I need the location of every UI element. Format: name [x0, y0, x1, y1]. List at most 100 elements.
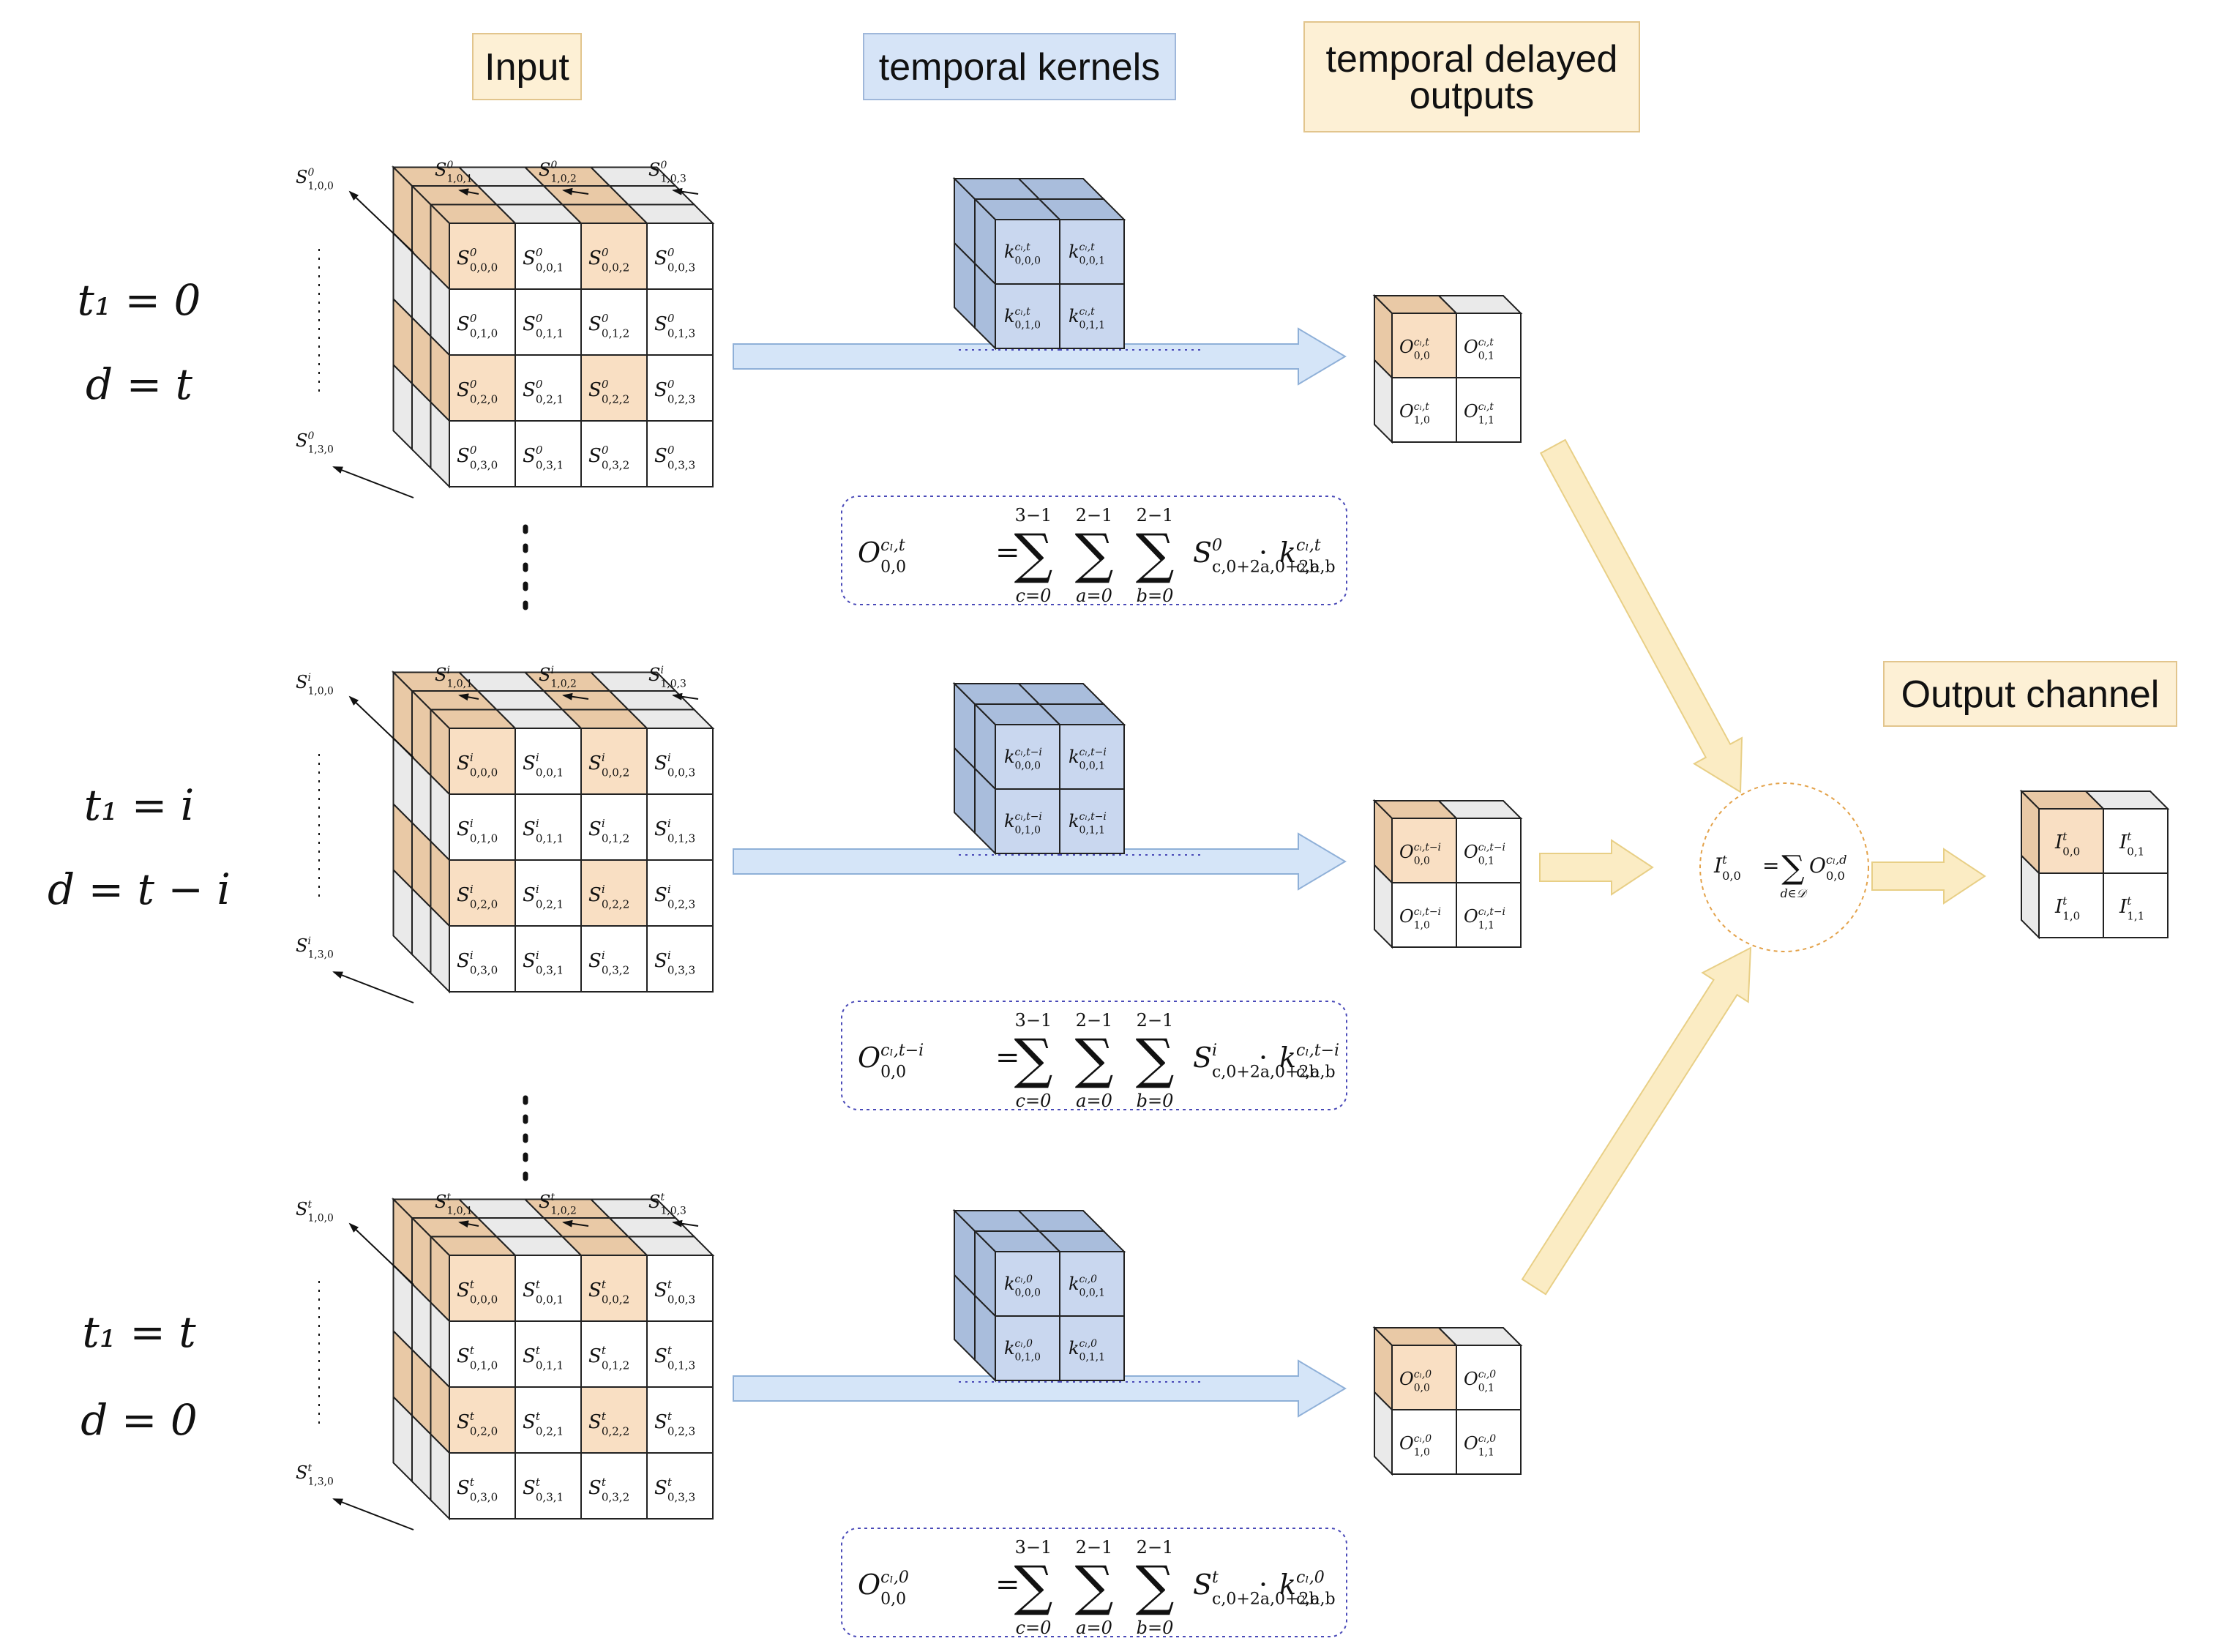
formula-sum-upper: 2−1	[1076, 1010, 1113, 1031]
input-cell	[580, 925, 648, 993]
flow-arrow-blue	[733, 1359, 1347, 1418]
output-cell	[1456, 1409, 1522, 1475]
input-cell	[514, 925, 582, 993]
svg-text:Stc,0+2a,0+2b: Stc,0+2a,0+2b	[1193, 1569, 1320, 1609]
header-input-box	[472, 33, 582, 100]
svg-text:St0,3,3: St0,3,3	[654, 1476, 695, 1503]
input-side-top-arrow	[348, 1222, 414, 1285]
svg-text:S00,0,0: S00,0,0	[457, 246, 498, 274]
aggregate-circle	[1699, 782, 1869, 952]
svg-text:Si0,2,0: Si0,2,0	[457, 883, 498, 911]
formula-sum-symbol: ∑	[1075, 1028, 1114, 1091]
input-cell	[514, 420, 582, 487]
input-cell	[580, 793, 648, 861]
svg-text:It0,1: It0,1	[2119, 830, 2144, 858]
formula-sum-upper: 2−1	[1137, 505, 1174, 526]
svg-text:S00,1,1: S00,1,1	[523, 312, 564, 340]
svg-text:kcₗ,t−i0,1,0: kcₗ,t−i0,1,0	[1004, 811, 1042, 837]
svg-text:Si1,0,1: Si1,0,1	[435, 665, 473, 690]
input-cell	[514, 728, 582, 795]
svg-text:Si1,0,2: Si1,0,2	[539, 665, 577, 690]
svg-text:St0,0,2: St0,0,2	[588, 1278, 629, 1306]
formula-box	[841, 1001, 1347, 1110]
svg-text:Si1,3,0: Si1,3,0	[296, 935, 334, 961]
input-top-arrow	[562, 1219, 589, 1227]
input-cell	[646, 1386, 714, 1454]
svg-text:kcₗ,t0,0,0: kcₗ,t0,0,0	[1004, 242, 1041, 267]
svg-text:S00,0,2: S00,0,2	[588, 246, 629, 274]
svg-text:Si0,1,0: Si0,1,0	[457, 817, 498, 845]
input-cell	[449, 223, 516, 290]
svg-text:S00,1,3: S00,1,3	[654, 312, 695, 340]
svg-text:Ocₗ,t−i0,1: Ocₗ,t−i0,1	[1464, 842, 1505, 867]
svg-text:Ocₗ,d0,0: Ocₗ,d0,0	[1809, 853, 1847, 883]
input-top-arrow	[458, 188, 479, 196]
input-cell	[646, 793, 714, 861]
input-top-arrow	[562, 187, 589, 195]
svg-text:St0,2,2: St0,2,2	[588, 1410, 629, 1438]
header-temporal-kernels: temporal kernels	[863, 33, 1176, 100]
header-temporal-delayed-outputs-label: temporal delayed	[1326, 38, 1618, 81]
input-cell	[514, 223, 582, 290]
svg-text:St0,0,0: St0,0,0	[457, 1278, 498, 1306]
svg-text:Ocₗ,t0,0: Ocₗ,t0,0	[1399, 337, 1430, 362]
formula-box	[841, 1528, 1347, 1637]
input-side-top-arrow	[348, 190, 414, 253]
formula-sum-symbol: ∑	[1014, 523, 1053, 586]
kernel-cell	[1059, 1315, 1125, 1381]
svg-text:S00,3,1: S00,3,1	[523, 444, 564, 471]
flow-arrow-yellow-output	[1871, 848, 1986, 905]
kernel-cell	[1059, 283, 1125, 349]
svg-text:Ocₗ,t0,1: Ocₗ,t0,1	[1464, 337, 1494, 362]
svg-text:St1,3,0: St1,3,0	[296, 1462, 334, 1488]
formula-sum-symbol: ∑	[1136, 1028, 1175, 1091]
svg-text:St0,2,0: St0,2,0	[457, 1410, 498, 1438]
input-cell	[580, 1452, 648, 1520]
svg-text:S0c,0+2a,0+2b: S0c,0+2a,0+2b	[1193, 537, 1320, 577]
svg-text:Ocₗ,t1,1: Ocₗ,t1,1	[1464, 401, 1494, 427]
formula-sum-lower: b=0	[1137, 1091, 1174, 1111]
input-cell	[514, 793, 582, 861]
svg-text:Si0,3,3: Si0,3,3	[654, 949, 695, 976]
output-cell	[1456, 882, 1522, 948]
svg-text:kcₗ,t0,1,1: kcₗ,t0,1,1	[1069, 306, 1105, 332]
row-label-t1: t₁ = 0	[78, 275, 201, 325]
formula-sum-symbol: ∑	[1136, 523, 1175, 586]
